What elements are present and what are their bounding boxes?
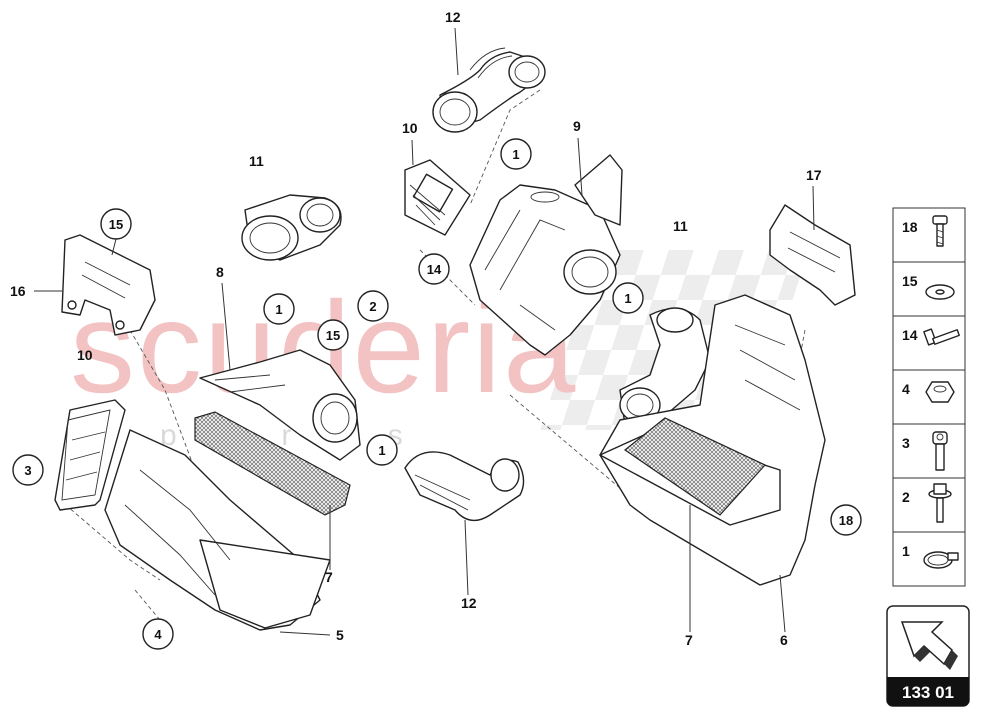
fastener-legend: 18 15 14 4 3 2 1: [892, 207, 966, 587]
legend-label-2: 2: [902, 489, 910, 505]
svg-text:15: 15: [326, 328, 340, 343]
reference-box: 133 01: [886, 605, 970, 707]
svg-text:1: 1: [512, 147, 519, 162]
filter-7-right: [623, 417, 766, 516]
legend-row-2: [892, 477, 966, 533]
flange-bolt-icon: [928, 483, 952, 523]
callout-12-top: 12: [445, 9, 461, 25]
callout-8: 8: [216, 264, 224, 280]
washer-icon: [925, 284, 955, 300]
svg-text:4: 4: [154, 627, 162, 642]
callout-labels: 12 10 9 11 11 17 8 16 10 7 5 12 7 6: [10, 9, 822, 648]
nut-icon: [925, 381, 955, 403]
callout-7-left: 7: [325, 569, 333, 585]
legend-label-18: 18: [902, 219, 918, 235]
reference-code: 133 01: [902, 683, 954, 702]
arrow-icon: [900, 621, 958, 670]
callout-16: 16: [10, 283, 26, 299]
screw-icon: [932, 215, 948, 247]
callout-11-right: 11: [673, 218, 688, 234]
hose-12-top: [432, 47, 546, 133]
callout-11-left: 11: [249, 153, 264, 169]
hose-12-bottom: [404, 451, 525, 522]
sensor-10-top: [404, 159, 471, 236]
svg-text:2: 2: [369, 299, 376, 314]
bracket-17: [769, 204, 856, 306]
bracket-16: [61, 234, 156, 336]
circled-callout-15-mid: 15: [317, 319, 349, 351]
callout-9: 9: [573, 118, 581, 134]
circled-callout-3: 3: [12, 454, 44, 486]
circled-callouts: 1 15 1 2 15 14 1 1: [12, 138, 862, 650]
callout-6: 6: [780, 632, 788, 648]
svg-text:18: 18: [839, 513, 853, 528]
circled-callout-4: 4: [142, 618, 174, 650]
callout-10-left: 10: [77, 347, 93, 363]
circled-callout-2: 2: [357, 290, 389, 322]
airbox-5: [104, 429, 331, 631]
svg-text:1: 1: [624, 291, 631, 306]
svg-text:1: 1: [275, 302, 282, 317]
legend-label-1: 1: [902, 543, 910, 559]
callout-10-top: 10: [402, 120, 418, 136]
svg-text:3: 3: [24, 463, 31, 478]
legend-label-3: 3: [902, 435, 910, 451]
callout-12-bottom: 12: [461, 595, 477, 611]
callout-7-right: 7: [685, 632, 693, 648]
filter-7-left: [194, 411, 351, 516]
circled-callout-15-left: 15: [100, 208, 132, 240]
svg-text:14: 14: [427, 262, 442, 277]
hose-clamp-icon: [923, 551, 959, 569]
circled-callout-1-low: 1: [366, 434, 398, 466]
callout-17: 17: [806, 167, 822, 183]
legend-label-15: 15: [902, 273, 918, 289]
socket-bolt-icon: [932, 431, 948, 471]
circled-callout-1-right: 1: [612, 282, 644, 314]
circled-callout-18: 18: [830, 504, 862, 536]
legend-label-4: 4: [902, 381, 910, 397]
circled-callout-1-mid: 1: [263, 293, 295, 325]
legend-row-3: [892, 423, 966, 479]
intake-8: [199, 349, 361, 461]
housing-9-top: [469, 154, 623, 356]
svg-text:15: 15: [109, 217, 123, 232]
cover-3: [54, 399, 126, 511]
svg-text:1: 1: [378, 443, 385, 458]
hose-11-right: [619, 307, 711, 426]
duct-11-left: [241, 194, 342, 261]
bolt-icon: [923, 328, 960, 346]
circled-callout-1-top: 1: [500, 138, 532, 170]
circled-callout-14: 14: [418, 253, 450, 285]
callout-5: 5: [336, 627, 344, 643]
legend-label-14: 14: [902, 327, 918, 343]
legend-row-18: [892, 207, 966, 263]
